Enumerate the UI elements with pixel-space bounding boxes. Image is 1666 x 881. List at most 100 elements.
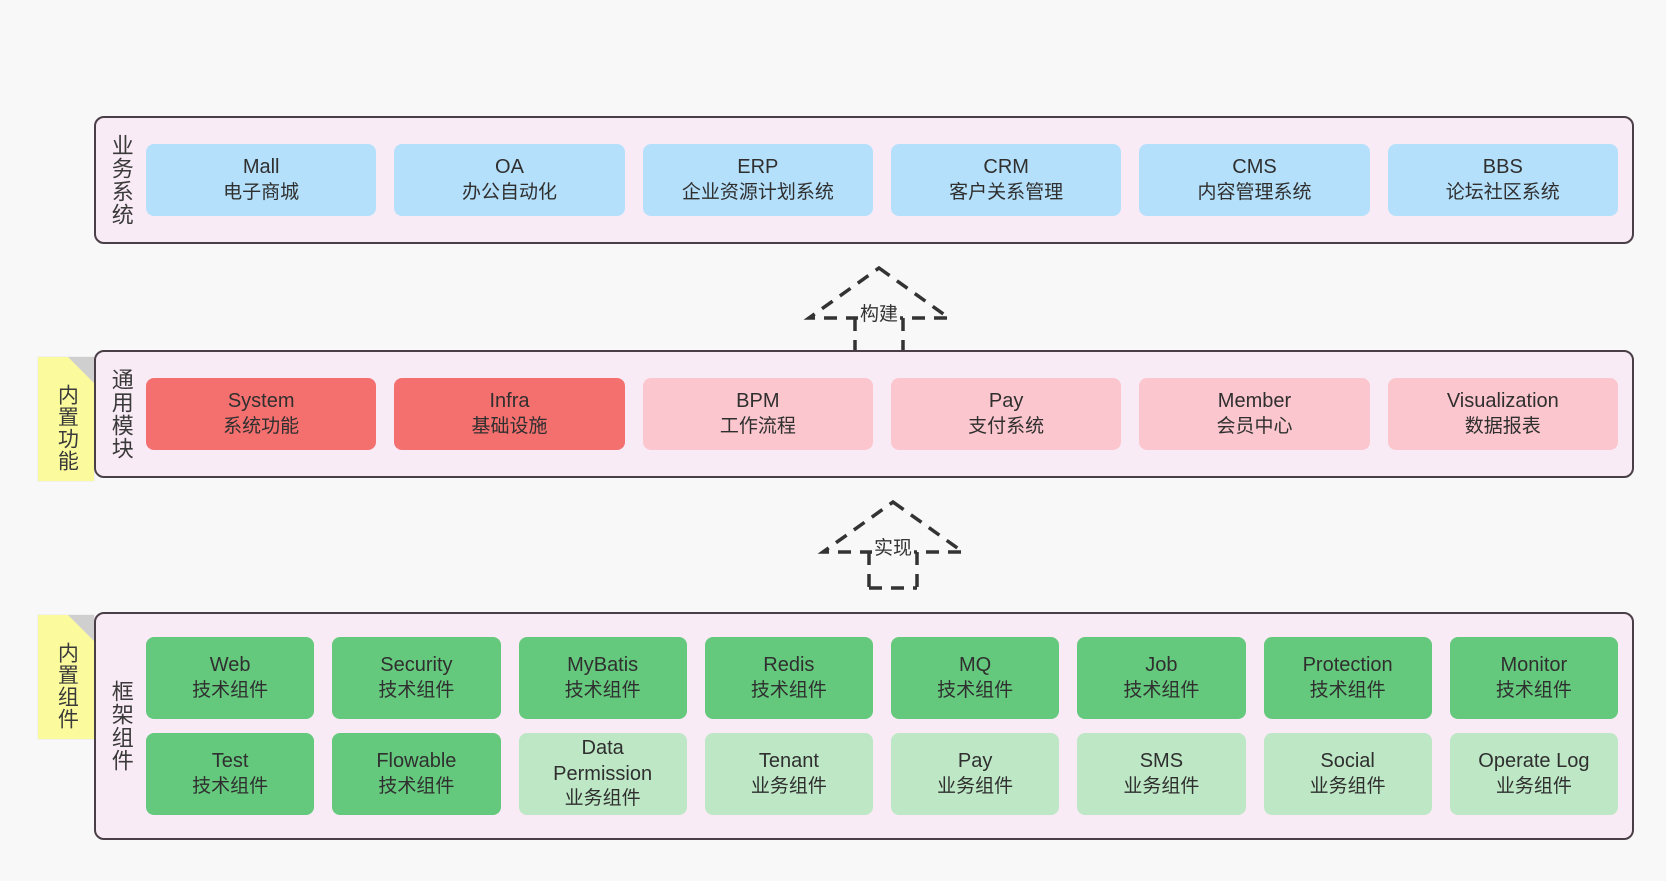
layer-body-framework-component: Web 技术组件 Security 技术组件 MyBatis 技术组件 Redi… [146,614,1632,838]
node-title: Operate Log [1478,750,1590,773]
node-subtitle: 业务组件 [1495,775,1572,797]
node-system[interactable]: System 系统功能 [146,378,377,450]
node-title: MyBatis [567,654,639,677]
node-data-permission[interactable]: Data Permission 业务组件 [518,733,687,815]
node-protection[interactable]: Protection 技术组件 [1263,637,1432,719]
node-mq[interactable]: MQ 技术组件 [891,637,1060,719]
node-bbs[interactable]: BBS 论坛社区系统 [1387,144,1618,216]
node-subtitle: 技术组件 [378,679,455,701]
node-title: Pay [988,390,1024,413]
node-subtitle: 企业资源计划系统 [681,181,834,203]
sticky-note-builtin-component: 内置组件 [38,615,94,739]
node-subtitle: 技术组件 [937,679,1014,701]
node-title: Job [1145,654,1178,677]
node-subtitle: 数据报表 [1464,415,1541,437]
node-subtitle: 会员中心 [1216,415,1293,437]
node-subtitle: 业务组件 [1123,775,1200,797]
node-subtitle: 技术组件 [192,775,269,797]
node-subtitle: 技术组件 [378,775,455,797]
node-title: CMS [1232,156,1277,179]
node-subtitle: 技术组件 [750,679,827,701]
node-flowable[interactable]: Flowable 技术组件 [332,733,501,815]
node-infra[interactable]: Infra 基础设施 [394,378,625,450]
layer-label-framework-component: 框架组件 [108,680,134,772]
node-redis[interactable]: Redis 技术组件 [704,637,873,719]
node-title: Protection [1302,654,1393,677]
node-oa[interactable]: OA 办公自动化 [394,144,625,216]
node-subtitle: 技术组件 [564,679,641,701]
node-mybatis[interactable]: MyBatis 技术组件 [518,637,687,719]
node-subtitle: 基础设施 [471,415,548,437]
node-title-line2: Permission [553,762,653,785]
node-title: Pay [957,750,993,773]
layer-label-common-module: 通用模块 [108,368,134,460]
layer-row: Mall 电子商城 OA 办公自动化 ERP 企业资源计划系统 CRM 客户关系… [146,144,1618,216]
node-title: Web [209,654,251,677]
node-sms[interactable]: SMS 业务组件 [1077,733,1246,815]
node-title: SMS [1139,750,1184,773]
node-operate-log[interactable]: Operate Log 业务组件 [1449,733,1618,815]
node-cms[interactable]: CMS 内容管理系统 [1139,144,1370,216]
connector-build-label: 构建 [857,299,901,326]
node-test[interactable]: Test 技术组件 [146,733,315,815]
node-subtitle: 办公自动化 [461,181,557,203]
node-title: BBS [1482,156,1523,179]
node-subtitle: 业务组件 [564,788,641,810]
node-title: Redis [763,654,815,677]
node-title: Security [380,654,453,677]
node-social[interactable]: Social 业务组件 [1263,733,1432,815]
node-title: BPM [736,390,780,413]
node-subtitle: 支付系统 [968,415,1045,437]
node-pay-component[interactable]: Pay 业务组件 [891,733,1060,815]
node-subtitle: 技术组件 [1123,679,1200,701]
layer-row: Test 技术组件 Flowable 技术组件 Data Permission … [146,733,1618,815]
layer-row: System 系统功能 Infra 基础设施 BPM 工作流程 Pay 支付系统… [146,378,1618,450]
layer-business-system: 业务系统 Mall 电子商城 OA 办公自动化 ERP 企业资源计划系统 CRM… [94,116,1634,244]
node-title: Member [1217,390,1292,413]
node-job[interactable]: Job 技术组件 [1077,637,1246,719]
node-bpm[interactable]: BPM 工作流程 [642,378,873,450]
layer-body-business-system: Mall 电子商城 OA 办公自动化 ERP 企业资源计划系统 CRM 客户关系… [146,118,1632,242]
node-title: Mall [242,156,280,179]
node-title: OA [495,156,524,179]
node-subtitle: 技术组件 [192,679,269,701]
node-title: Data [581,737,624,760]
node-visualization[interactable]: Visualization 数据报表 [1387,378,1618,450]
node-subtitle: 技术组件 [1495,679,1572,701]
sticky-note-text: 内置功能 [55,384,79,472]
node-tenant[interactable]: Tenant 业务组件 [704,733,873,815]
layer-framework-component: 框架组件 Web 技术组件 Security 技术组件 MyBatis 技术组件… [94,612,1634,840]
node-title: Infra [489,390,530,413]
node-subtitle: 内容管理系统 [1197,181,1312,203]
connector-implement-label: 实现 [871,533,915,560]
sticky-note-text: 内置组件 [55,642,79,730]
layer-row: Web 技术组件 Security 技术组件 MyBatis 技术组件 Redi… [146,637,1618,719]
node-subtitle: 业务组件 [1309,775,1386,797]
node-subtitle: 技术组件 [1309,679,1386,701]
layer-common-module: 通用模块 System 系统功能 Infra 基础设施 BPM 工作流程 Pay… [94,350,1634,478]
node-member[interactable]: Member 会员中心 [1139,378,1370,450]
node-web[interactable]: Web 技术组件 [146,637,315,719]
sticky-note-builtin-feature: 内置功能 [38,357,94,481]
node-mall[interactable]: Mall 电子商城 [146,144,377,216]
layer-body-common-module: System 系统功能 Infra 基础设施 BPM 工作流程 Pay 支付系统… [146,352,1632,476]
node-pay-module[interactable]: Pay 支付系统 [890,378,1122,450]
node-title: Tenant [758,750,819,773]
connector-build: 构建 [803,264,955,356]
node-monitor[interactable]: Monitor 技术组件 [1449,637,1618,719]
node-title: System [227,390,295,413]
note-fold-corner-icon [68,615,94,641]
layer-label-business-system: 业务系统 [108,134,134,226]
connector-implement: 实现 [817,498,969,590]
node-title: ERP [737,156,779,179]
node-title: MQ [959,654,992,677]
node-subtitle: 业务组件 [937,775,1014,797]
node-title: Test [211,750,249,773]
node-subtitle: 电子商城 [223,181,300,203]
node-erp[interactable]: ERP 企业资源计划系统 [642,144,873,216]
node-security[interactable]: Security 技术组件 [332,637,501,719]
node-crm[interactable]: CRM 客户关系管理 [890,144,1122,216]
node-subtitle: 论坛社区系统 [1445,181,1560,203]
node-subtitle: 客户关系管理 [949,181,1064,203]
